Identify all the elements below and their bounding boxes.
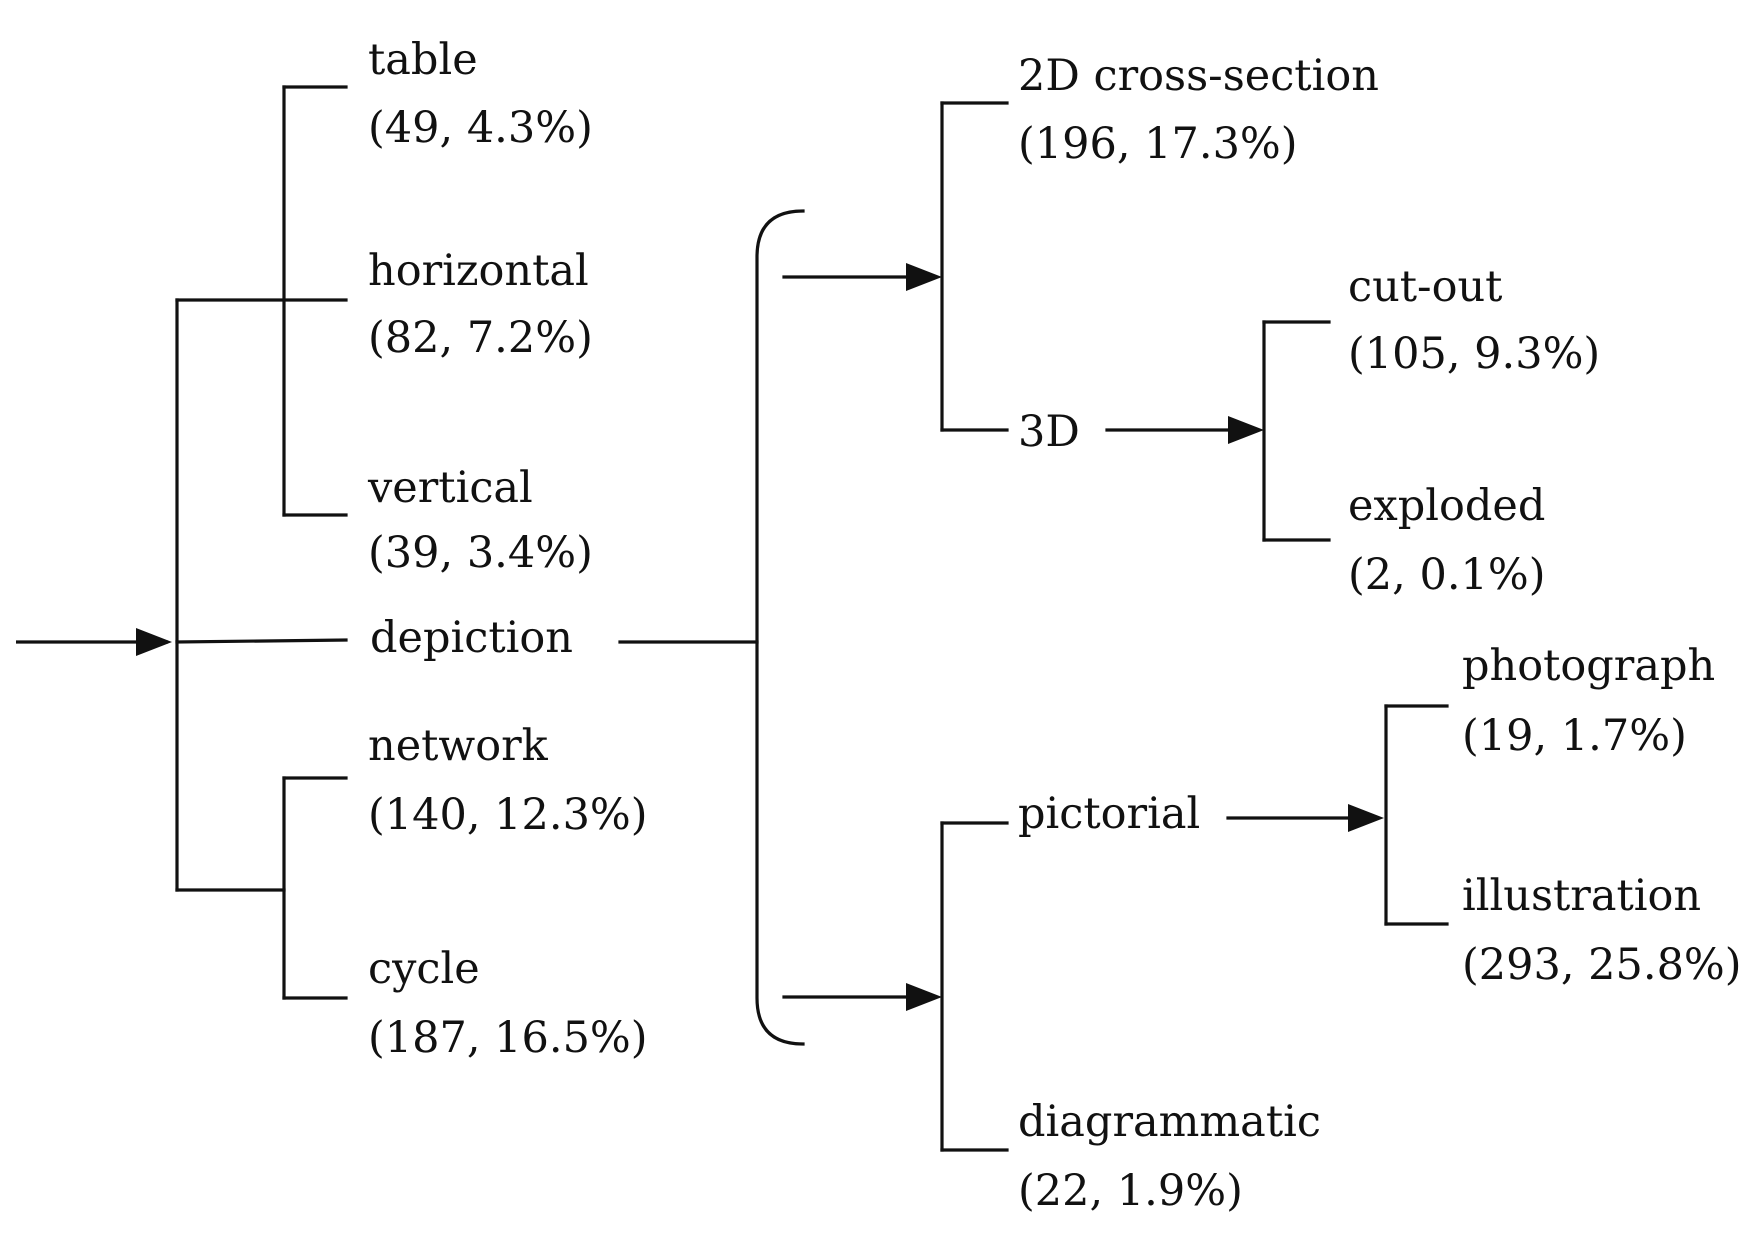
node-cycle: cycle (187, 16.5%) <box>368 944 648 1063</box>
node-pictorial-label: pictorial <box>1018 789 1200 839</box>
node-cut-out-stats: (105, 9.3%) <box>1348 329 1600 379</box>
depiction-brace <box>755 209 805 1046</box>
node-table-label: table <box>368 35 478 85</box>
pictorial-arrowhead <box>1348 804 1384 832</box>
node-3d-label: 3D <box>1018 407 1080 457</box>
root-bracket-middle-arm <box>175 638 348 644</box>
node-network-stats: (140, 12.3%) <box>368 790 648 840</box>
node-table-stats: (49, 4.3%) <box>368 103 593 153</box>
node-illustration-stats: (293, 25.8%) <box>1462 940 1742 990</box>
node-cut-out: cut-out (105, 9.3%) <box>1348 262 1600 379</box>
node-photograph-stats: (19, 1.7%) <box>1462 711 1687 761</box>
node-2d-cross-section: 2D cross-section (196, 17.3%) <box>1018 51 1379 169</box>
brace-upper-arrowhead <box>906 263 942 291</box>
node-table: table (49, 4.3%) <box>368 35 593 153</box>
node-vertical: vertical (39, 3.4%) <box>367 463 593 578</box>
node-photograph-label: photograph <box>1462 641 1715 691</box>
node-vertical-stats: (39, 3.4%) <box>368 528 593 578</box>
node-exploded: exploded (2, 0.1%) <box>1348 481 1546 600</box>
node-illustration-label: illustration <box>1462 871 1701 921</box>
node-diagrammatic: diagrammatic (22, 1.9%) <box>1018 1097 1321 1216</box>
node-vertical-label: vertical <box>367 463 533 513</box>
node-illustration: illustration (293, 25.8%) <box>1462 871 1742 990</box>
node-pictorial: pictorial <box>1018 789 1200 839</box>
node-2d-cross-section-stats: (196, 17.3%) <box>1018 119 1298 169</box>
node-cycle-stats: (187, 16.5%) <box>368 1013 648 1063</box>
node-cycle-label: cycle <box>368 944 480 994</box>
node-network: network (140, 12.3%) <box>368 721 648 840</box>
node-horizontal-label: horizontal <box>368 246 589 296</box>
three-d-arrowhead <box>1228 416 1264 444</box>
node-photograph: photograph (19, 1.7%) <box>1462 641 1715 761</box>
brace-lower-arrowhead <box>906 983 942 1011</box>
node-horizontal-stats: (82, 7.2%) <box>368 313 593 363</box>
node-cut-out-label: cut-out <box>1348 262 1502 312</box>
root-arrowhead <box>136 628 172 656</box>
node-exploded-label: exploded <box>1348 481 1545 531</box>
node-exploded-stats: (2, 0.1%) <box>1348 550 1546 600</box>
node-diagrammatic-label: diagrammatic <box>1018 1097 1321 1147</box>
node-horizontal: horizontal (82, 7.2%) <box>368 246 593 363</box>
node-diagrammatic-stats: (22, 1.9%) <box>1018 1166 1243 1216</box>
node-2d-cross-section-label: 2D cross-section <box>1018 51 1379 101</box>
node-3d: 3D <box>1018 407 1080 457</box>
node-depiction: depiction <box>370 613 573 663</box>
node-network-label: network <box>368 721 549 771</box>
node-depiction-label: depiction <box>370 613 573 663</box>
